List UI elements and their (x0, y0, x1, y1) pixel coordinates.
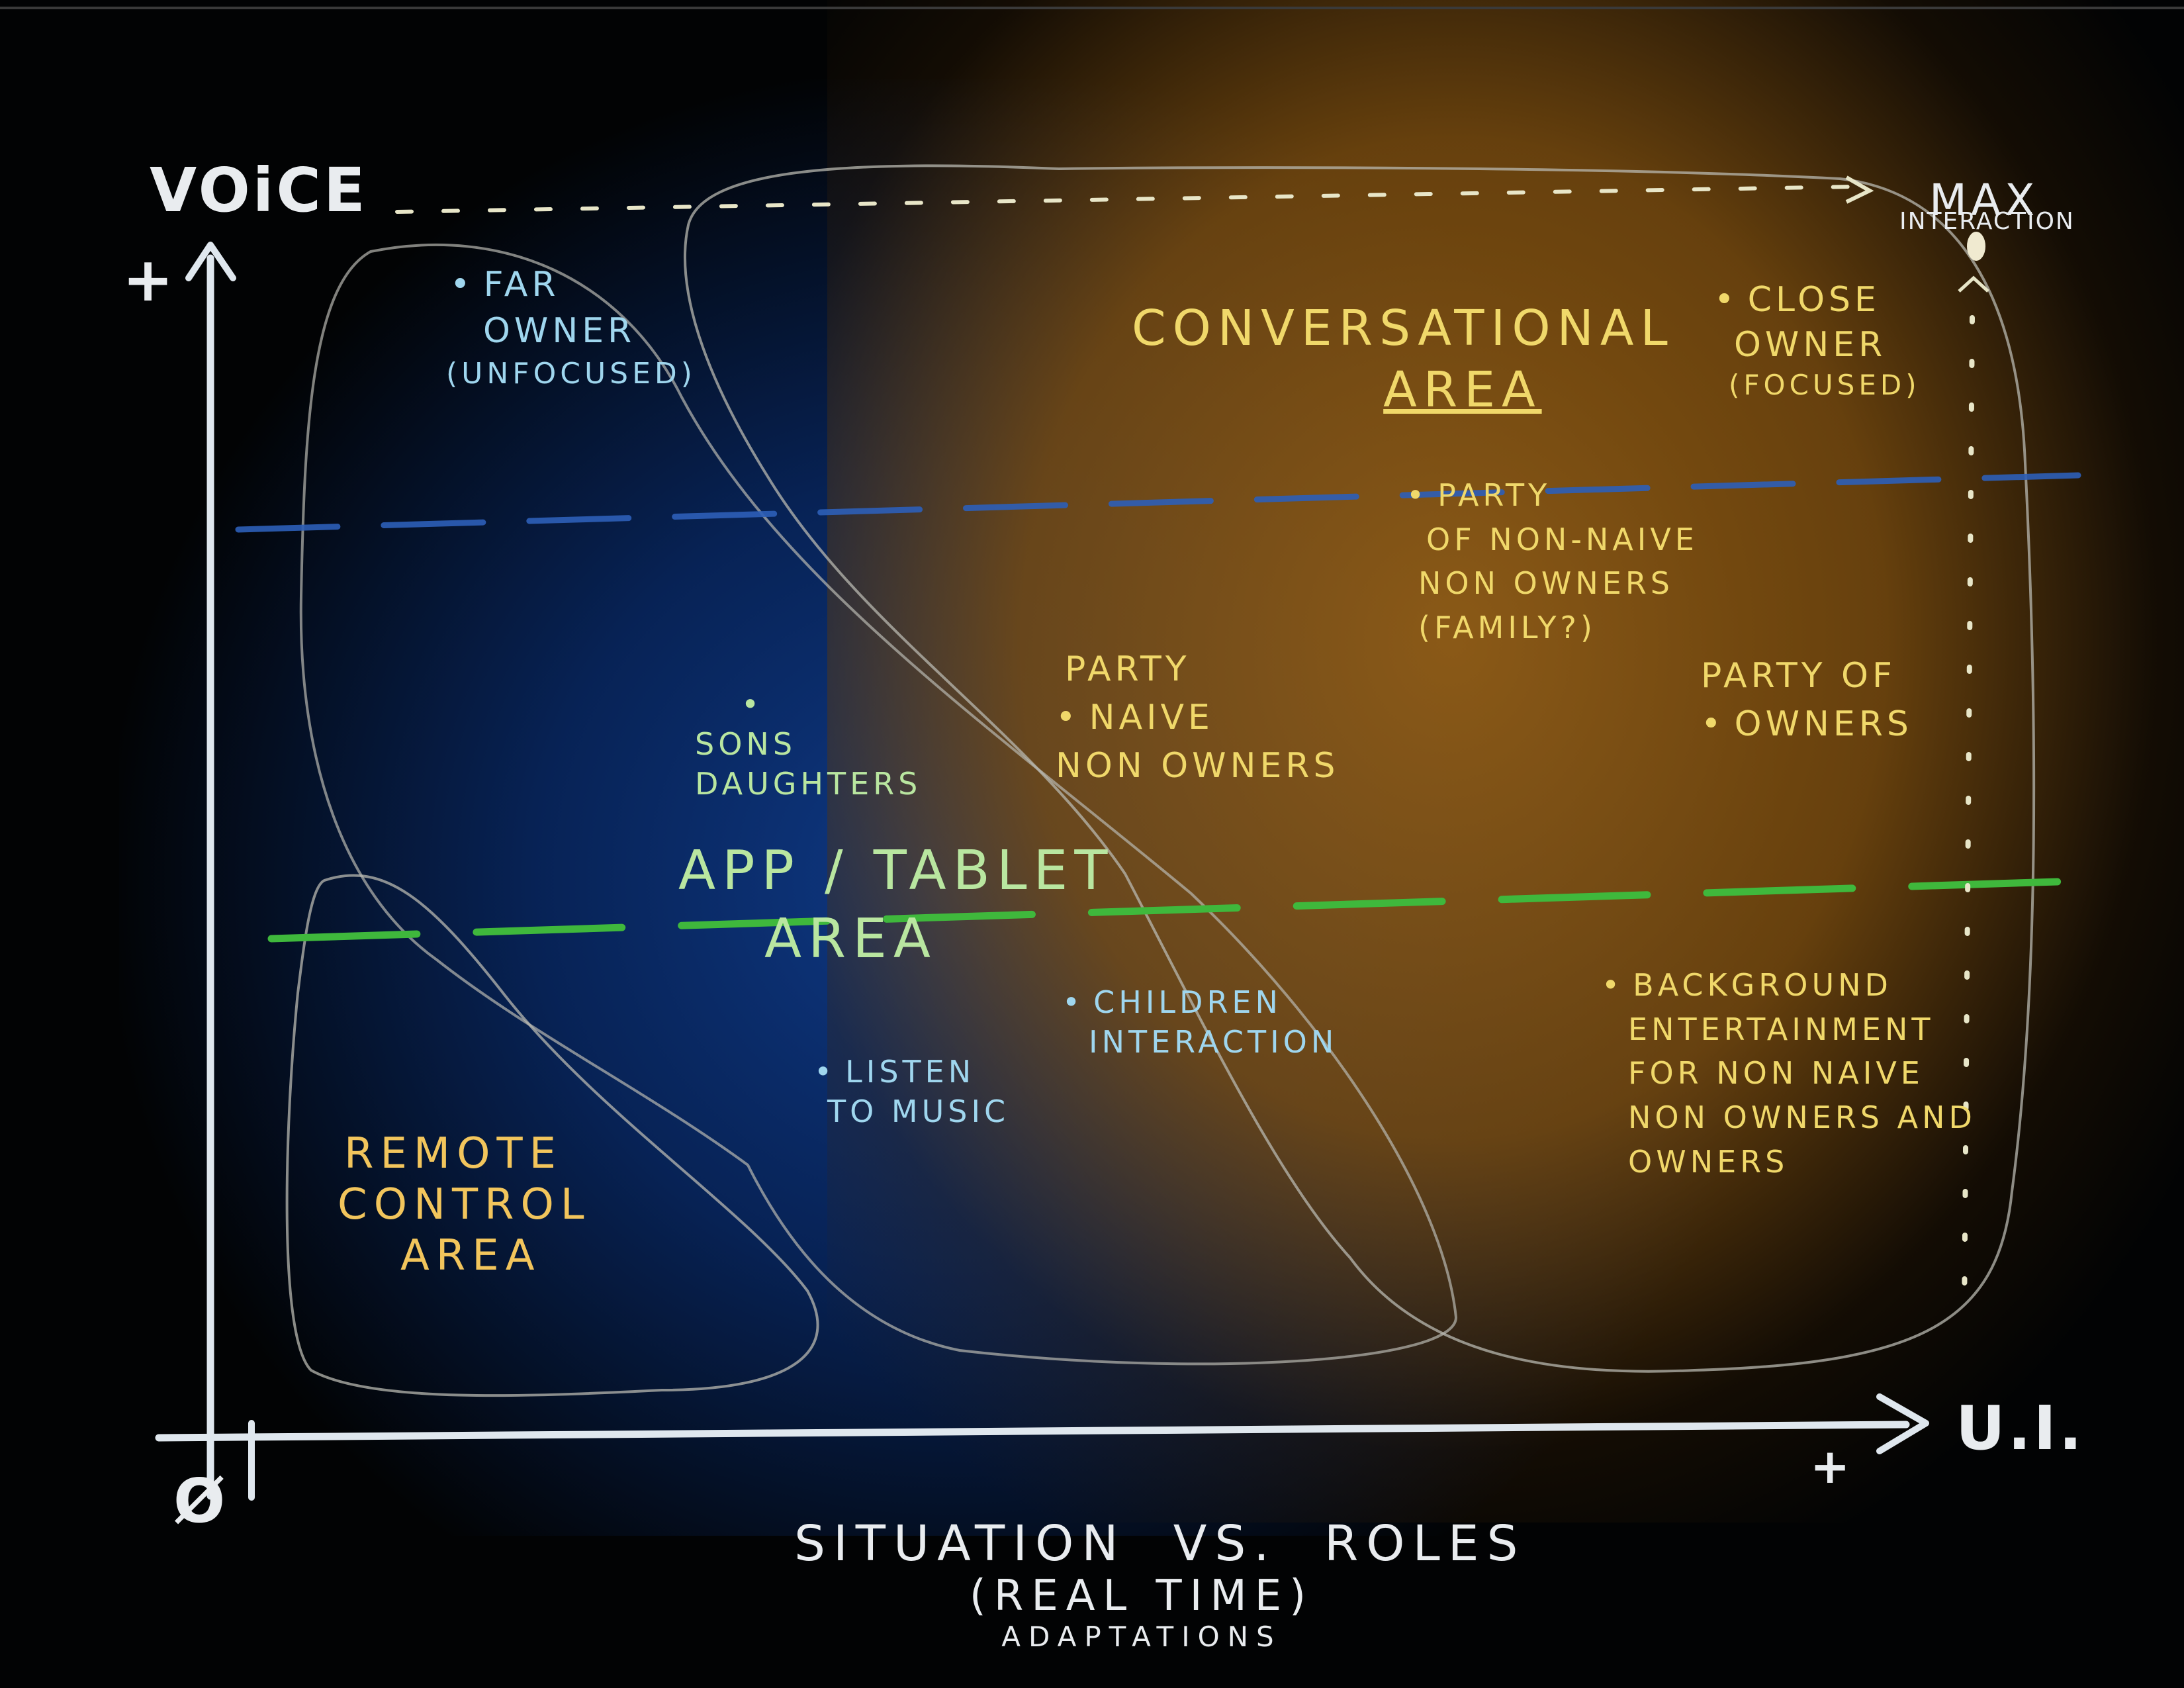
remote-control-area-outline (285, 874, 819, 1397)
max-sublabel: INTERACTION (1899, 208, 2075, 235)
role-party-owners: PARTY OF OWNERS (1701, 652, 1913, 749)
remote-control-area-label: REMOTE CONTROL AREA (338, 1129, 591, 1281)
remote-control-line2: CONTROL (338, 1180, 591, 1229)
role-children: CHILDREN INTERACTION (1062, 983, 1338, 1062)
party-owners-line1: PARTY OF (1701, 656, 1896, 696)
close-owner-line3: (FOCUSED) (1729, 369, 1921, 402)
remote-control-line1: REMOTE (344, 1129, 563, 1178)
y-axis-arrowhead (185, 242, 236, 281)
background-line5: OWNERS (1628, 1143, 1789, 1180)
x-axis-label: U.I. (1956, 1393, 2085, 1464)
role-sons-daughters: • SONS DAUGHTERS (695, 685, 921, 804)
max-interaction-vertical-dotted (1962, 315, 1975, 1320)
background-line4: NON OWNERS AND (1628, 1100, 1976, 1136)
role-party-non-naive: PARTY OF NON-NAIVE NON OWNERS (FAMILY?) (1406, 473, 1698, 650)
green-threshold-line (267, 876, 2102, 943)
x-axis (155, 1421, 1910, 1442)
party-naive-line1: PARTY (1065, 649, 1191, 689)
conversational-area-line1: CONVERSATIONAL (1132, 300, 1674, 357)
children-line1: CHILDREN (1062, 983, 1338, 1023)
app-tablet-area-outline (299, 243, 1458, 1366)
app-tablet-area-line2: AREA (764, 907, 937, 970)
sons-daughters-line2: DAUGHTERS (695, 765, 922, 802)
background-line3: FOR NON NAIVE (1628, 1055, 1924, 1092)
y-axis-plus: + (122, 244, 177, 315)
app-tablet-area-line1: APP / TABLET (678, 839, 1115, 902)
listen-music-line2: TO MUSIC (827, 1093, 1010, 1129)
title-line3: ADAPTATIONS (1001, 1620, 1282, 1653)
origin-label: ø (173, 1466, 228, 1536)
x-axis-plus: + (1810, 1438, 1853, 1494)
role-listen-music: LISTEN TO MUSIC (814, 1053, 1009, 1132)
party-non-naive-line4: (FAMILY?) (1418, 610, 1596, 646)
far-owner-line1: FAR (450, 261, 696, 308)
party-non-naive-line3: NON OWNERS (1418, 565, 1674, 602)
far-owner-line3: (UNFOCUSED) (446, 357, 696, 391)
role-close-owner: CLOSE OWNER (FOCUSED) (1714, 278, 1921, 404)
title-line1: SITUATION VS. ROLES (794, 1515, 1526, 1572)
blue-threshold-line (235, 472, 2081, 533)
children-line2: INTERACTION (1089, 1023, 1338, 1060)
max-interaction-point (1967, 232, 1985, 261)
y-axis-label: VOiCE (150, 155, 368, 226)
app-tablet-area-label: APP / TABLET AREA (678, 837, 1114, 973)
party-naive-line2: NAIVE (1056, 694, 1340, 742)
title-line2: (REAL TIME) (969, 1571, 1314, 1621)
conversational-area-label: CONVERSATIONAL AREA (1132, 298, 1674, 420)
close-owner-line2: OWNER (1734, 324, 1887, 365)
sons-daughters-bullet: • (741, 686, 764, 722)
party-non-naive-line1: PARTY (1406, 473, 1698, 518)
conversational-area-outline (684, 164, 2036, 1373)
sons-daughters-line1: SONS (695, 726, 797, 762)
role-party-naive: PARTY NAIVE NON OWNERS (1056, 645, 1340, 790)
role-far-owner: FAR OWNER (UNFOCUSED) (446, 261, 696, 394)
role-background: BACKGROUND ENTERTAINMENT FOR NON NAIVE N… (1602, 963, 1976, 1184)
background-line1: BACKGROUND (1602, 963, 1976, 1008)
party-naive-line3: NON OWNERS (1056, 745, 1340, 786)
background-line2: ENTERTAINMENT (1628, 1011, 1934, 1047)
remote-control-line3: AREA (400, 1231, 541, 1280)
listen-music-line1: LISTEN (814, 1053, 1009, 1092)
max-line-arrowhead (1845, 175, 1874, 204)
max-interaction-dotted-line (395, 185, 1855, 214)
conversational-area-line2: AREA (1383, 361, 1542, 418)
party-non-naive-line2: OF NON-NAIVE (1426, 521, 1698, 557)
max-point-caret (1958, 275, 1989, 293)
far-owner-line2: OWNER (483, 311, 636, 352)
max-label: MAX (1929, 175, 2039, 226)
close-owner-line1: CLOSE (1714, 278, 1921, 323)
x-axis-arrowhead (1876, 1393, 1929, 1454)
diagram-title: SITUATION VS. ROLES (REAL TIME) ADAPTATI… (794, 1515, 1526, 1653)
party-owners-line2: OWNERS (1701, 700, 1913, 749)
